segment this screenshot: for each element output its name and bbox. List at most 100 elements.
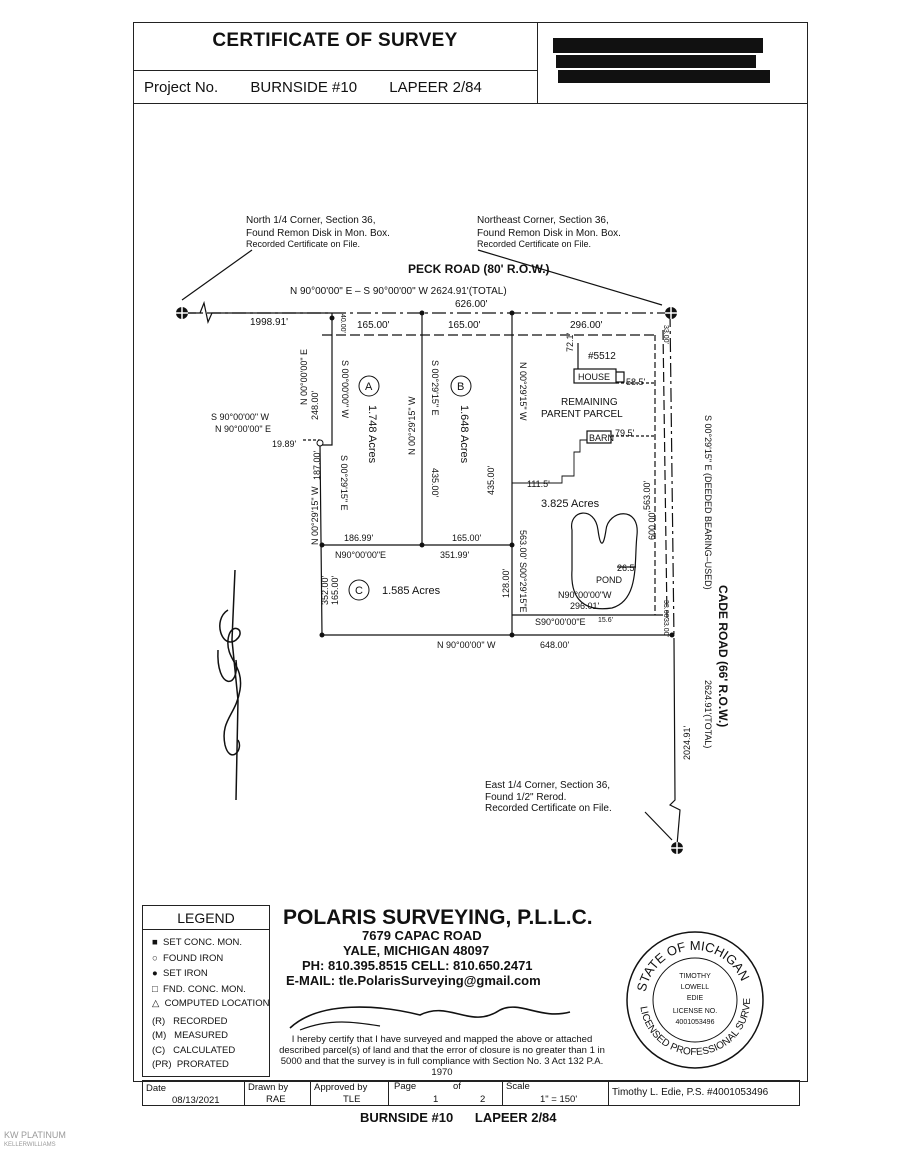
brg-187: S 00°29'15" E [339,455,349,511]
dim-648: 648.00' [540,640,570,650]
dim-165b: 165.00' [448,320,481,331]
brg-c-top: N90°00'00"E [335,550,386,560]
brg-s90w: S 90°00'00" W [211,412,270,422]
house-label: HOUSE [578,372,610,382]
legend-item: (R) RECORDED [152,1016,228,1027]
dim-72: 72.1' [565,332,575,352]
dim-19: 19.89' [272,439,297,449]
table-divider [244,1080,245,1106]
company-email: E-MAIL: tle.PolarisSurveying@gmail.com [286,973,541,988]
dim-563a: 563.00' [518,530,528,560]
legend-item: (PR) PRORATED [152,1059,229,1070]
brg-ab: N 00°29'15" W [407,396,417,455]
dim-435b: 435.00' [486,465,496,495]
watermark: KW PLATINUM KELLERWILLIAMS [4,1130,66,1150]
table-divider [310,1080,311,1106]
legend-label: RECORDED [173,1016,228,1027]
dim-58: 58.5' [626,377,646,387]
dim-351: 351.99' [440,550,470,560]
project-ref: LAPEER 2/84 [389,79,482,96]
dim-626: 626.00' [455,299,488,310]
north-corner-line2: Found Remon Disk in Mon. Box. [246,228,390,239]
date-value: 08/13/2021 [172,1095,220,1106]
header-row [133,22,808,104]
of-label: of [453,1081,461,1092]
scale-label: Scale [506,1081,530,1092]
redacted-block-1 [553,38,763,53]
redacted-block-3 [558,70,770,83]
redacted-block-2 [556,55,756,68]
cade-road-label: CADE ROAD (66' R.O.W.) [716,585,730,727]
dim-2024: 2024.91' [682,725,692,760]
dim-26: 26.5' [617,563,637,573]
legend-symbol: (C) [152,1045,166,1056]
brg-pond: N90°00'00"W [558,590,612,600]
legend-label: SET CONC. MON. [163,937,243,948]
dim-296: 296.00' [570,320,603,331]
page-value: 1 [433,1094,439,1105]
dim-33c: 33.00' [662,618,669,637]
dim-165a: 165.00' [357,320,390,331]
east-corner-line3: Recorded Certificate on File. [485,803,612,814]
header-subdivider [133,70,537,71]
legend-item: (C) CALCULATED [152,1045,235,1056]
legend-item: ● SET IRON [152,968,208,979]
footer-project: BURNSIDE #10 [360,1110,454,1125]
legend-symbol: (R) [152,1016,166,1027]
dim-79: 79.5' [615,428,635,438]
legend-symbol: □ [152,984,158,995]
scale-value: 1" = 150' [540,1094,578,1105]
dim-296b: 296.01' [570,601,600,611]
legend-box [142,905,270,1077]
legend-label: COMPUTED LOCATION [164,998,270,1009]
brg-c-right: S00°29'15"E [518,562,528,613]
legend-label: PRORATED [176,1059,229,1070]
company-name: POLARIS SURVEYING, P.L.L.C. [283,906,593,929]
surveyor-seal: STATE OF MICHIGAN LICENSED PROFESSIONAL … [620,925,764,1069]
remaining-line2: PARENT PARCEL [541,409,623,420]
legend-symbol: ● [152,968,158,979]
survey-sheet [133,22,808,1082]
legend-item: △ COMPUTED LOCATION [152,998,269,1009]
north-corner-line1: North 1/4 Corner, Section 36, [246,215,376,226]
dim-600: 600.00' [647,510,657,540]
dim-563b: 563.00' [642,480,652,510]
dim-1998: 1998.91' [250,317,288,328]
legend-symbol: △ [152,998,160,1009]
barn-label: BARN [589,433,614,443]
dim-2624: 2624.91'(TOTAL) [703,680,713,748]
legend-symbol: (PR) [152,1059,172,1070]
seal-name3: EDIE [687,995,704,1002]
company-phone: PH: 810.395.8515 CELL: 810.650.2471 [302,958,533,973]
drawn-label: Drawn by [248,1082,289,1093]
legend-label: CALCULATED [173,1045,236,1056]
brg-south: N 90°00'00" W [437,640,496,650]
brg-a-left2: N 00°00'00" E [299,349,309,405]
dim-248: 248.00' [310,390,320,420]
legend-label: SET IRON [163,968,208,979]
parcel-c-id: C [355,585,363,597]
approved-value: TLE [343,1094,361,1105]
east-corner-line2: Found 1/2" Rerod. [485,792,566,803]
legend-label: FND. CONC. MON. [163,984,246,995]
company-city: YALE, MICHIGAN 48097 [343,943,490,958]
legend-divider [142,929,270,930]
legend-label: FOUND IRON [163,953,224,964]
parcel-a-acres: 1.748 Acres [366,405,378,464]
dim-186: 186.99' [344,533,374,543]
table-divider [388,1080,389,1106]
brg-ab2: S 00°29'15" E [430,360,440,416]
footer-ref: LAPEER 2/84 [474,1110,557,1125]
project-name: BURNSIDE #10 [250,79,358,96]
dim-435a: 435.00' [430,468,440,498]
watermark-line1: KW PLATINUM [4,1130,66,1140]
dim-187: 187.00' [312,450,322,480]
legend-label: MEASURED [174,1030,229,1041]
north-bearing: N 90°00'00" E – S 90°00'00" W 2624.91'(T… [290,286,507,297]
dim-165d: 165.00' [330,575,340,605]
seal-name1: TIMOTHY [679,973,711,980]
approved-label: Approved by [314,1082,368,1093]
legend-symbol: ■ [152,937,158,948]
pond-label: POND [596,575,623,585]
